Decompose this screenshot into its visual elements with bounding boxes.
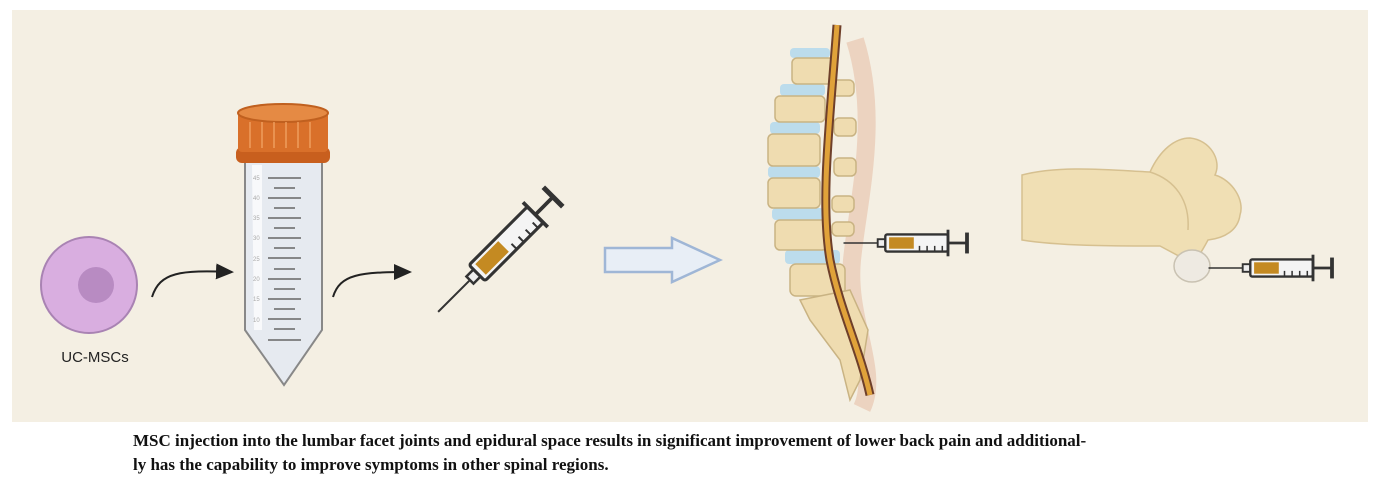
lumbar-spine-illustration	[767, 24, 877, 412]
cell-label: UC-MSCs	[61, 349, 129, 366]
caption-line: MSC injection into the lumbar facet join…	[133, 431, 1087, 450]
caption-line: ly has the capability to improve symptom…	[133, 455, 609, 474]
svg-text:25: 25	[253, 257, 260, 263]
svg-text:30: 30	[253, 236, 260, 242]
svg-text:45: 45	[253, 176, 260, 182]
svg-text:40: 40	[253, 196, 260, 202]
svg-text:20: 20	[253, 277, 260, 283]
stem-cell-icon	[40, 236, 138, 334]
svg-text:15: 15	[253, 297, 260, 303]
svg-text:35: 35	[253, 216, 260, 222]
figure-caption: MSC injection into the lumbar facet join…	[133, 429, 1363, 477]
svg-text:10: 10	[253, 318, 260, 324]
centrifuge-tube-icon: 45 40 35 30 25 20 15 10	[236, 103, 330, 387]
process-arrow-icon	[603, 236, 724, 284]
arrow-icon	[332, 264, 412, 298]
arrow-icon	[151, 263, 234, 298]
vertebra-facet-illustration	[1021, 137, 1242, 283]
